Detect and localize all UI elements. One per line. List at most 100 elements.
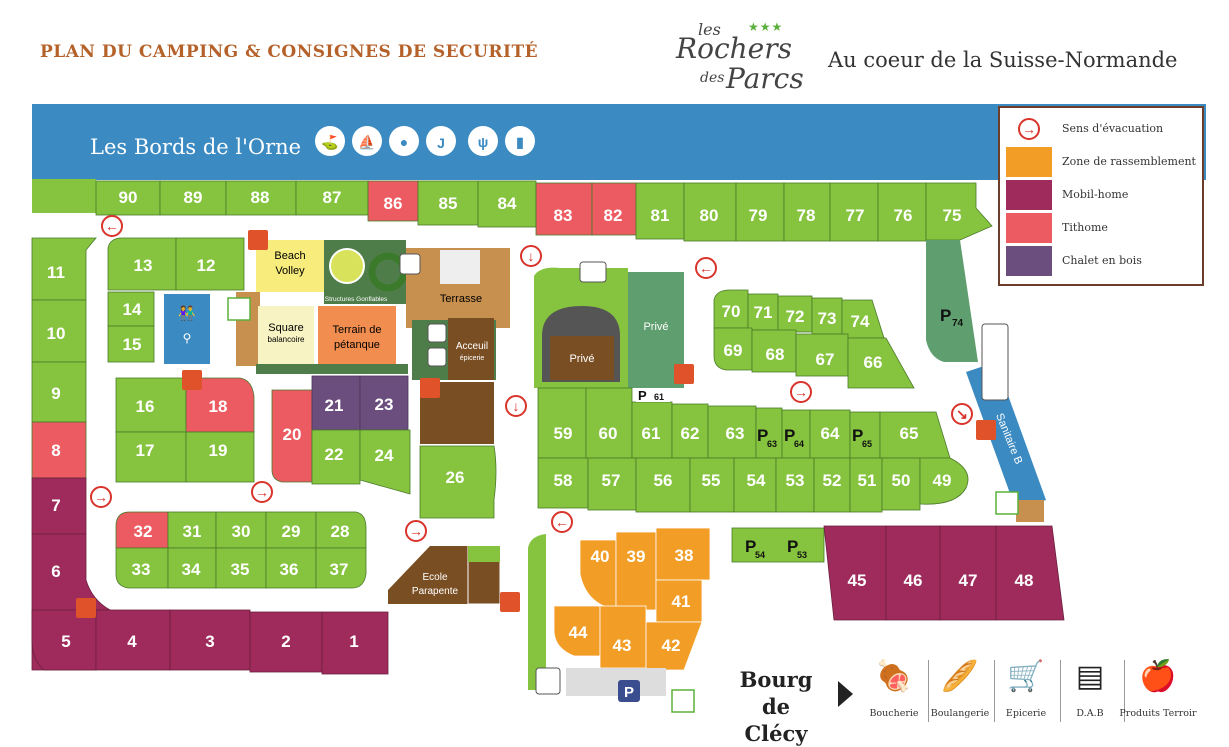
apple-icon: 🍎 — [1139, 660, 1177, 693]
pitch-63: 63 — [726, 424, 745, 443]
pitch-36: 36 — [280, 560, 299, 579]
pitch-22: 22 — [325, 445, 344, 464]
destination-label: Bourg de Clécy — [728, 666, 824, 747]
pitch-90: 90 — [119, 188, 138, 207]
parking-61-p: P — [638, 388, 647, 403]
pitch-8: 8 — [51, 441, 60, 460]
pedalo-icon — [389, 126, 419, 156]
bottom-mobilhome-row — [95, 609, 389, 675]
golf-icon — [315, 126, 345, 156]
fishing-icon — [426, 126, 456, 156]
pitch-5: 5 — [61, 632, 70, 651]
pitch-68: 68 — [766, 345, 785, 364]
pitch-89: 89 — [184, 188, 203, 207]
pitch-58: 58 — [554, 471, 573, 490]
assembly-zone — [553, 527, 711, 671]
logo-line-2: Rochers — [676, 32, 792, 65]
pitch-37: 37 — [330, 560, 349, 579]
pitch-47: 47 — [959, 571, 978, 590]
pitch-48: 48 — [1015, 571, 1034, 590]
parking-54-p: P — [745, 537, 756, 556]
pitch-67: 67 — [816, 350, 835, 369]
canoe-icon — [352, 126, 382, 156]
parking-54-num: 54 — [755, 550, 765, 560]
left-pitch-column — [31, 237, 112, 671]
accueil-label-2: épicerie — [460, 355, 485, 362]
atm-icon: ▤ — [1075, 660, 1105, 693]
service-label: Boucherie — [869, 708, 919, 719]
square-label: Square — [268, 322, 303, 334]
parking-53-num: 53 — [797, 550, 807, 560]
svg-text:↓: ↓ — [528, 248, 535, 264]
pitch-20: 20 — [283, 425, 302, 444]
gamepad-icon — [399, 253, 421, 275]
pitch-57: 57 — [602, 471, 621, 490]
parking-53-54-area — [731, 527, 825, 563]
pitch-83: 83 — [554, 206, 573, 225]
river-label: Les Bords de l'Orne — [90, 135, 301, 159]
parking-74-area — [926, 240, 978, 362]
pitch-14: 14 — [123, 300, 142, 319]
pitch-24: 24 — [375, 446, 394, 465]
pitch-35: 35 — [231, 560, 250, 579]
structures-label: Structures Gonflables — [325, 296, 388, 303]
parking-74-p: P — [940, 306, 951, 325]
svg-text:→: → — [794, 384, 808, 400]
pitch-32: 32 — [134, 522, 153, 541]
pitch-41: 41 — [672, 592, 691, 611]
pitch-18: 18 — [209, 397, 228, 416]
pitch-74: 74 — [851, 312, 870, 331]
pitch-76: 76 — [894, 206, 913, 225]
parking-53-p: P — [787, 537, 798, 556]
pitch-26: 26 — [446, 468, 465, 487]
pitch-38: 38 — [675, 546, 694, 565]
petanque-court — [318, 306, 396, 364]
svg-text:←: ← — [555, 514, 569, 530]
legend-item-assembly: Zone de rassemblement — [1006, 147, 1202, 177]
ecole-label-2: Parapente — [412, 586, 459, 597]
pitch-81: 81 — [651, 206, 670, 225]
pitch-88: 88 — [251, 188, 270, 207]
pitch-56: 56 — [654, 471, 673, 490]
legend-swatch — [1006, 147, 1052, 177]
pitch-3: 3 — [205, 632, 214, 651]
parking-65-p: P — [852, 426, 863, 445]
pitch-block-12-13 — [107, 237, 245, 363]
parking-65-num: 65 — [862, 439, 872, 449]
river-activity-icons — [315, 126, 535, 156]
svg-text:↘: ↘ — [956, 406, 968, 422]
pitch-1: 1 — [349, 632, 358, 651]
pitch-17: 17 — [136, 441, 155, 460]
logo-line-1: les — [698, 20, 721, 39]
legend-swatch — [1006, 213, 1052, 243]
pitch-65: 65 — [900, 424, 919, 443]
svg-text:⚲: ⚲ — [183, 331, 192, 345]
legend-item-chalet: Chalet en bois — [1006, 246, 1202, 276]
service-produits-terroir: 🍎 Produits Terroir — [1119, 660, 1196, 722]
map-legend: → Sens d'évacuation Zone de rassemblemen… — [998, 106, 1204, 286]
pitch-79: 79 — [749, 206, 768, 225]
ecole-label: Ecole — [422, 572, 447, 583]
pitch-44: 44 — [569, 623, 588, 642]
pitch-21: 21 — [325, 396, 344, 415]
legend-swatch — [1006, 180, 1052, 210]
prive-label-2: Privé — [643, 321, 668, 333]
pitch-2: 2 — [281, 632, 290, 651]
pitch-6: 6 — [51, 562, 60, 581]
pitch-66: 66 — [864, 353, 883, 372]
service-label: Boulangerie — [930, 708, 990, 719]
legend-item-evacuation: → Sens d'évacuation — [1006, 114, 1202, 144]
recycling-icons — [227, 297, 1019, 713]
pitch-62: 62 — [681, 424, 700, 443]
pitch-4: 4 — [127, 632, 137, 651]
legend-item-mobilhome: Mobil-home — [1006, 180, 1202, 210]
pitch-42: 42 — [662, 636, 681, 655]
phone-icon — [535, 667, 561, 695]
camping-logo: les ★★★ Rochers des Parcs — [672, 20, 812, 100]
pitch-87: 87 — [323, 188, 342, 207]
meat-icon: 🍖 — [875, 660, 913, 693]
square-balancoire — [258, 306, 314, 364]
pitch-30: 30 — [232, 522, 251, 541]
